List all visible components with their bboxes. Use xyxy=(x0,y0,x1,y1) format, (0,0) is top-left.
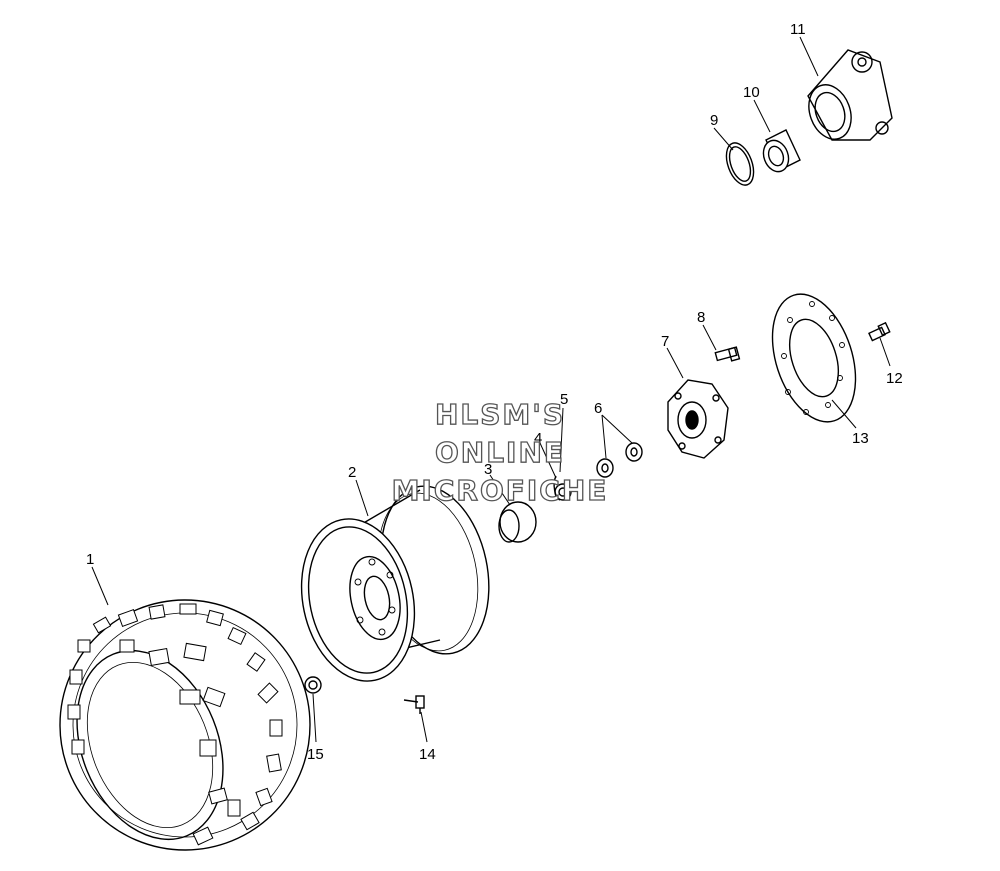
callout-10: 10 xyxy=(743,84,760,101)
hub-cap xyxy=(498,501,537,543)
callout-5: 5 xyxy=(560,391,568,408)
cotter-pin xyxy=(553,475,561,501)
callout-15: 15 xyxy=(307,746,324,763)
wheel xyxy=(300,485,490,682)
tire xyxy=(59,599,311,851)
wheel-hub xyxy=(667,379,729,459)
callout-8: 8 xyxy=(697,309,705,326)
brake-disc xyxy=(771,293,857,423)
steering-knuckle xyxy=(807,49,893,141)
callout-6: 6 xyxy=(594,400,602,417)
washers xyxy=(596,442,643,478)
callout-7: 7 xyxy=(661,333,669,350)
wheel-bearing xyxy=(762,129,801,173)
callout-14: 14 xyxy=(419,746,436,763)
lug-nut xyxy=(304,676,322,694)
callout-12: 12 xyxy=(886,370,903,387)
callout-13: 13 xyxy=(852,430,869,447)
callout-1: 1 xyxy=(86,551,94,568)
callout-4: 4 xyxy=(534,430,542,447)
hub-bolt xyxy=(714,346,741,362)
callout-3: 3 xyxy=(484,461,492,478)
valve-stem xyxy=(403,695,425,714)
callout-2: 2 xyxy=(348,464,356,481)
retaining-ring xyxy=(725,142,755,186)
brake-bolt xyxy=(868,321,891,342)
leader-lines xyxy=(91,36,891,743)
callout-9: 9 xyxy=(710,112,718,129)
callout-11: 11 xyxy=(790,21,806,38)
